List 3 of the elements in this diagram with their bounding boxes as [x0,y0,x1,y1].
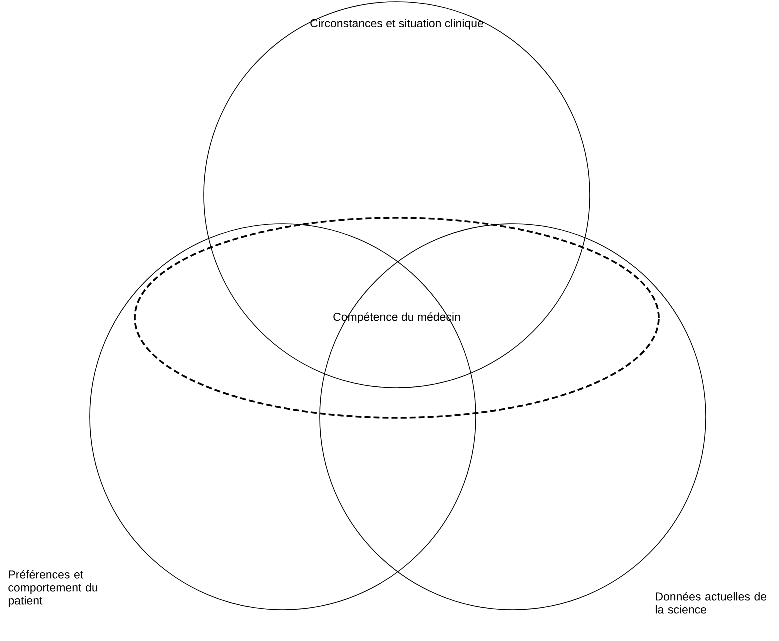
circle-label: Circonstances et situation clinique [310,19,484,30]
circle-label: Données actuelles de la science [656,592,767,614]
circle-label: Préférences et comportement du patient [8,570,98,608]
